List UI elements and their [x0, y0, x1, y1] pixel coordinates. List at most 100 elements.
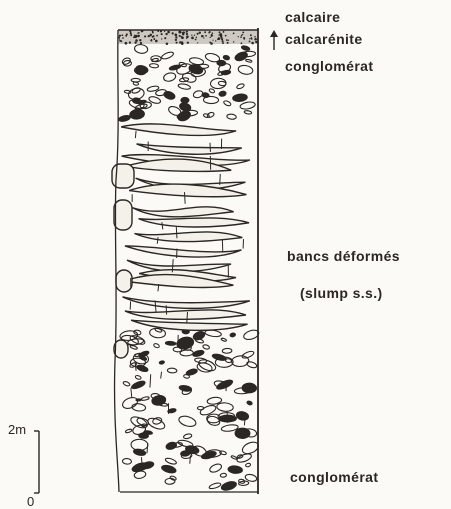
- clast: [223, 55, 230, 61]
- clast: [202, 344, 210, 350]
- stipple-dot: [144, 35, 146, 37]
- clast: [165, 457, 177, 465]
- stipple-dot: [134, 35, 135, 36]
- stipple-dot: [242, 34, 243, 35]
- joint-line: [227, 411, 228, 423]
- clast: [183, 433, 192, 439]
- stipple-dot: [203, 37, 204, 38]
- deformed-bed: [123, 297, 250, 309]
- clast: [178, 83, 191, 90]
- label-conglomerat-top: conglomérat: [285, 58, 373, 74]
- joint-line: [147, 443, 148, 453]
- stipple-dot: [186, 33, 188, 35]
- joint-line: [220, 174, 221, 185]
- stipple-dot: [254, 36, 256, 38]
- label-calcaire: calcaire: [285, 9, 340, 25]
- clast: [136, 364, 149, 373]
- stipple-dot: [161, 33, 163, 35]
- clast: [167, 368, 177, 373]
- label-bancs-deformes: bancs déformés: [287, 248, 400, 264]
- clast: [236, 411, 250, 422]
- clast: [223, 100, 232, 107]
- upward-arrow-icon: [270, 30, 278, 50]
- joint-line: [184, 192, 185, 204]
- clast: [135, 375, 142, 380]
- stipple-dot: [233, 32, 235, 34]
- stipple-dot: [135, 39, 138, 42]
- stipple-dot: [194, 35, 195, 36]
- stipple-dot: [222, 42, 224, 44]
- clast: [134, 44, 148, 54]
- clast: [230, 333, 236, 338]
- stipple-dot: [164, 31, 165, 32]
- clast: [240, 101, 256, 110]
- clast: [149, 63, 158, 68]
- stipple-dot: [191, 37, 194, 40]
- stipple-dot: [187, 36, 189, 38]
- stipple-dot: [175, 39, 177, 41]
- column-left-edge: [115, 30, 119, 492]
- stipple-dot: [225, 35, 227, 37]
- clast: [209, 462, 223, 473]
- clast: [220, 480, 237, 492]
- clast: [228, 465, 243, 474]
- joint-line: [161, 372, 162, 379]
- stipple-dot: [140, 42, 142, 44]
- stipple-dot: [204, 31, 206, 33]
- joint-line: [135, 131, 136, 138]
- stipple-dot: [215, 40, 216, 41]
- stipple-dot: [186, 31, 188, 33]
- clast: [131, 78, 140, 82]
- stipple-dot: [164, 37, 166, 39]
- clast: [165, 478, 175, 484]
- stipple-dot: [119, 38, 120, 39]
- stipple-dot: [196, 37, 197, 38]
- clast: [201, 450, 217, 460]
- clast: [125, 429, 132, 434]
- stipple-dot: [182, 42, 183, 43]
- clast: [209, 88, 215, 93]
- clast: [132, 403, 146, 412]
- label-conglomerat-bottom: conglomérat: [290, 469, 378, 485]
- stipple-dot: [139, 39, 141, 41]
- stipple-dot: [172, 32, 174, 34]
- stipple-dot: [187, 42, 189, 44]
- joint-line: [150, 374, 151, 387]
- stipple-dot: [240, 36, 242, 38]
- clast: [165, 441, 177, 450]
- clast: [133, 82, 139, 86]
- clast: [163, 90, 176, 100]
- clast: [227, 114, 237, 120]
- clast: [232, 93, 247, 102]
- stipple-dot: [199, 32, 201, 34]
- stipple-dot: [223, 31, 225, 33]
- stipple-dot: [121, 34, 123, 36]
- stipple-dot: [218, 35, 219, 36]
- stipple-dot: [126, 33, 128, 35]
- stipple-dot: [176, 42, 178, 44]
- stipple-dot: [166, 42, 169, 45]
- stipple-dot: [125, 42, 128, 45]
- clast: [209, 482, 222, 490]
- stipple-dot: [210, 37, 211, 38]
- clast: [238, 64, 254, 75]
- stipple-dot: [226, 39, 228, 41]
- clast: [139, 350, 149, 357]
- clast: [122, 458, 131, 464]
- clast: [180, 450, 190, 456]
- scale-bar: [34, 431, 39, 493]
- clast: [118, 115, 131, 123]
- clast: [141, 396, 149, 401]
- stipple-dot: [129, 42, 131, 44]
- clast: [186, 368, 198, 376]
- stipple-dot: [212, 40, 213, 41]
- clast: [231, 455, 238, 460]
- clast: [241, 350, 254, 359]
- clast: [192, 349, 204, 357]
- clast: [149, 327, 166, 338]
- clast: [203, 96, 218, 103]
- stipple-dot: [152, 32, 154, 34]
- joint-line: [190, 455, 191, 463]
- stipple-dot: [179, 41, 181, 43]
